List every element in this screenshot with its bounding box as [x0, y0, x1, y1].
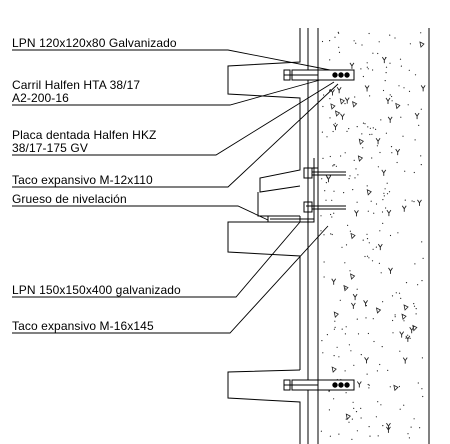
middle-anchor [267, 158, 346, 223]
leader-taco-12 [12, 83, 339, 188]
concrete-wall [317, 28, 430, 444]
concrete-aggregate [320, 31, 426, 440]
label-placa-dentada: Placa dentada Halfen HKZ 38/17-175 GV [12, 128, 157, 155]
leader-lpn-120 [12, 49, 331, 71]
label-lpn-120: LPN 120x120x80 Galvanizado [12, 36, 177, 50]
label-grueso-nivelacion: Grueso de nivelación [12, 192, 127, 206]
leader-lines [12, 49, 339, 334]
facade-panel [227, 28, 309, 444]
label-lpn-150: LPN 150x150x400 galvanizado [12, 283, 181, 297]
lower-anchor [283, 379, 355, 391]
leader-placa [12, 81, 335, 156]
label-carril-halfen: Carril Halfen HTA 38/17 A2-200-16 [12, 78, 141, 105]
label-taco-m12: Taco expansivo M-12x110 [12, 173, 153, 187]
label-taco-m16: Taco expansivo M-16x145 [12, 319, 154, 333]
upper-anchor [283, 69, 355, 81]
leader-lpn-150 [12, 221, 301, 298]
leader-taco-16 [12, 225, 329, 334]
leader-grueso [12, 205, 269, 221]
leader-carril [12, 79, 321, 106]
